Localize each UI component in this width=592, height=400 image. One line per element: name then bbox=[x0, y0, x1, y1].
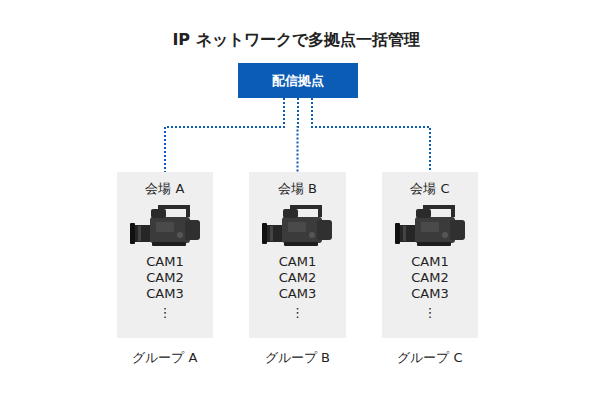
network-connector bbox=[297, 98, 300, 172]
camera-label: CAM1 bbox=[362, 254, 498, 270]
venue-label: 会場 C bbox=[362, 181, 498, 197]
camera-label: CAM3 bbox=[229, 286, 366, 302]
diagram-title: IP ネットワークで多拠点一括管理 bbox=[0, 29, 592, 51]
camera-label: CAM2 bbox=[229, 270, 366, 286]
camera-label: CAM2 bbox=[362, 270, 498, 286]
camera-label: CAM1 bbox=[97, 254, 233, 270]
camera-label: CAM3 bbox=[362, 286, 498, 302]
camera-illustration bbox=[130, 202, 202, 248]
camera-label: CAM3 bbox=[97, 286, 233, 302]
venue-box: 会場 ACAM1CAM2CAM3⋮グループ A bbox=[117, 172, 213, 338]
network-connector bbox=[165, 98, 284, 172]
group-label: グループ C bbox=[362, 350, 498, 366]
camera-label: CAM2 bbox=[97, 270, 233, 286]
hub-box: 配信拠点 bbox=[238, 63, 358, 98]
group-label: グループ A bbox=[97, 350, 233, 366]
hub-label: 配信拠点 bbox=[272, 72, 324, 90]
venue-label: 会場 A bbox=[97, 181, 233, 197]
camera-label: CAM1 bbox=[229, 254, 366, 270]
venue-box: 会場 CCAM1CAM2CAM3⋮グループ C bbox=[382, 172, 478, 338]
ellipsis-mark: ⋮ bbox=[97, 305, 233, 321]
camera-illustration bbox=[262, 202, 334, 248]
camera-illustration bbox=[395, 202, 467, 248]
venue-label: 会場 B bbox=[229, 181, 366, 197]
group-label: グループ B bbox=[229, 350, 366, 366]
ellipsis-mark: ⋮ bbox=[362, 305, 498, 321]
network-connector bbox=[312, 98, 430, 172]
ellipsis-mark: ⋮ bbox=[229, 305, 366, 321]
venue-box: 会場 BCAM1CAM2CAM3⋮グループ B bbox=[249, 172, 346, 338]
